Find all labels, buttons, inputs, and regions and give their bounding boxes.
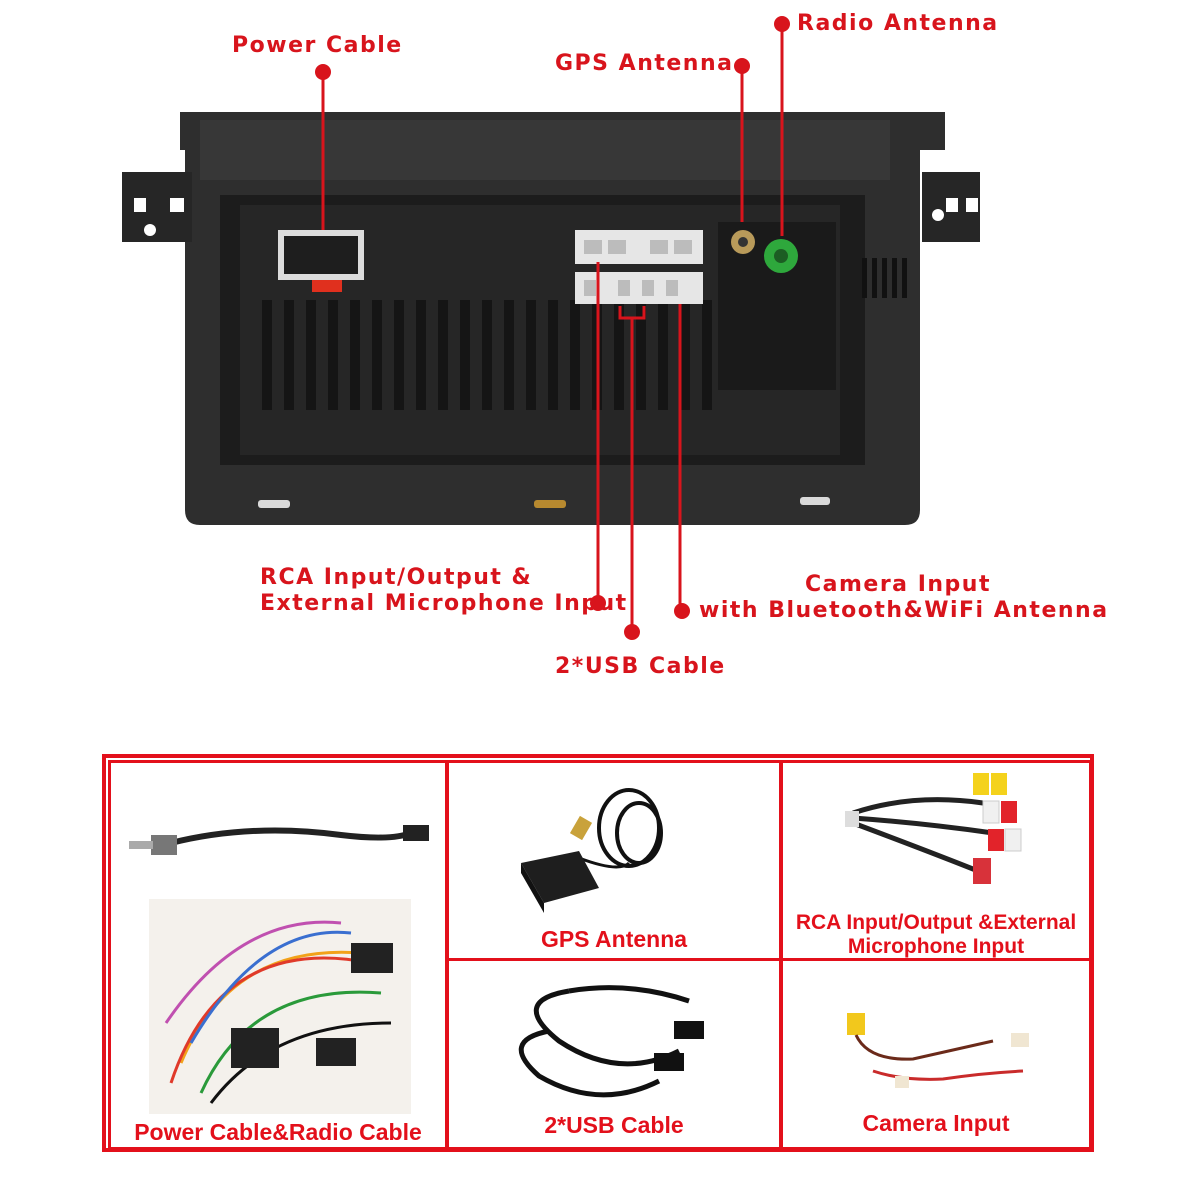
label-gps-antenna: GPS Antenna xyxy=(540,926,688,952)
callout-power-cable: Power Cable xyxy=(232,33,403,58)
head-unit-rear-diagram xyxy=(122,16,980,640)
label-power-radio-cable: Power Cable&Radio Cable xyxy=(134,1119,422,1145)
label-camera-input: Camera Input xyxy=(862,1110,1010,1136)
callout-gps-antenna: GPS Antenna xyxy=(555,51,734,76)
callout-radio-antenna: Radio Antenna xyxy=(797,11,999,36)
rca-cable-image xyxy=(845,773,1022,884)
accessory-power-radio-cable: Power Cable&Radio Cable xyxy=(108,760,448,1150)
callout-lines xyxy=(321,24,784,630)
accessory-usb-cable: 2*USB Cable xyxy=(446,958,782,1150)
accessory-camera-input: Camera Input xyxy=(780,958,1092,1150)
usb-cable-image xyxy=(518,985,704,1098)
accessory-gps-antenna: GPS Antenna xyxy=(446,760,782,964)
label-usb-cable: 2*USB Cable xyxy=(544,1112,684,1138)
accessories-grid: Power Cable&Radio Cable GPS Antenna xyxy=(102,754,1094,1152)
callout-dots xyxy=(315,16,790,640)
label-rca-line2: Microphone Input xyxy=(847,935,1025,958)
camera-cable-image xyxy=(847,1013,1029,1088)
callout-rca-line2: External Microphone Input xyxy=(260,591,628,616)
accessory-rca-cable: RCA Input/Output &External Microphone In… xyxy=(780,760,1092,964)
callout-camera-line2: with Bluetooth&WiFi Antenna xyxy=(699,598,1109,623)
gps-antenna-image xyxy=(521,788,663,913)
power-cable-image xyxy=(129,825,429,1114)
label-rca-line1: RCA Input/Output &External xyxy=(795,911,1077,934)
head-unit-body xyxy=(122,112,980,525)
callout-camera-line1: Camera Input xyxy=(805,572,991,597)
callout-rca-line1: RCA Input/Output & xyxy=(260,565,533,590)
callout-usb-cable: 2*USB Cable xyxy=(555,654,726,679)
